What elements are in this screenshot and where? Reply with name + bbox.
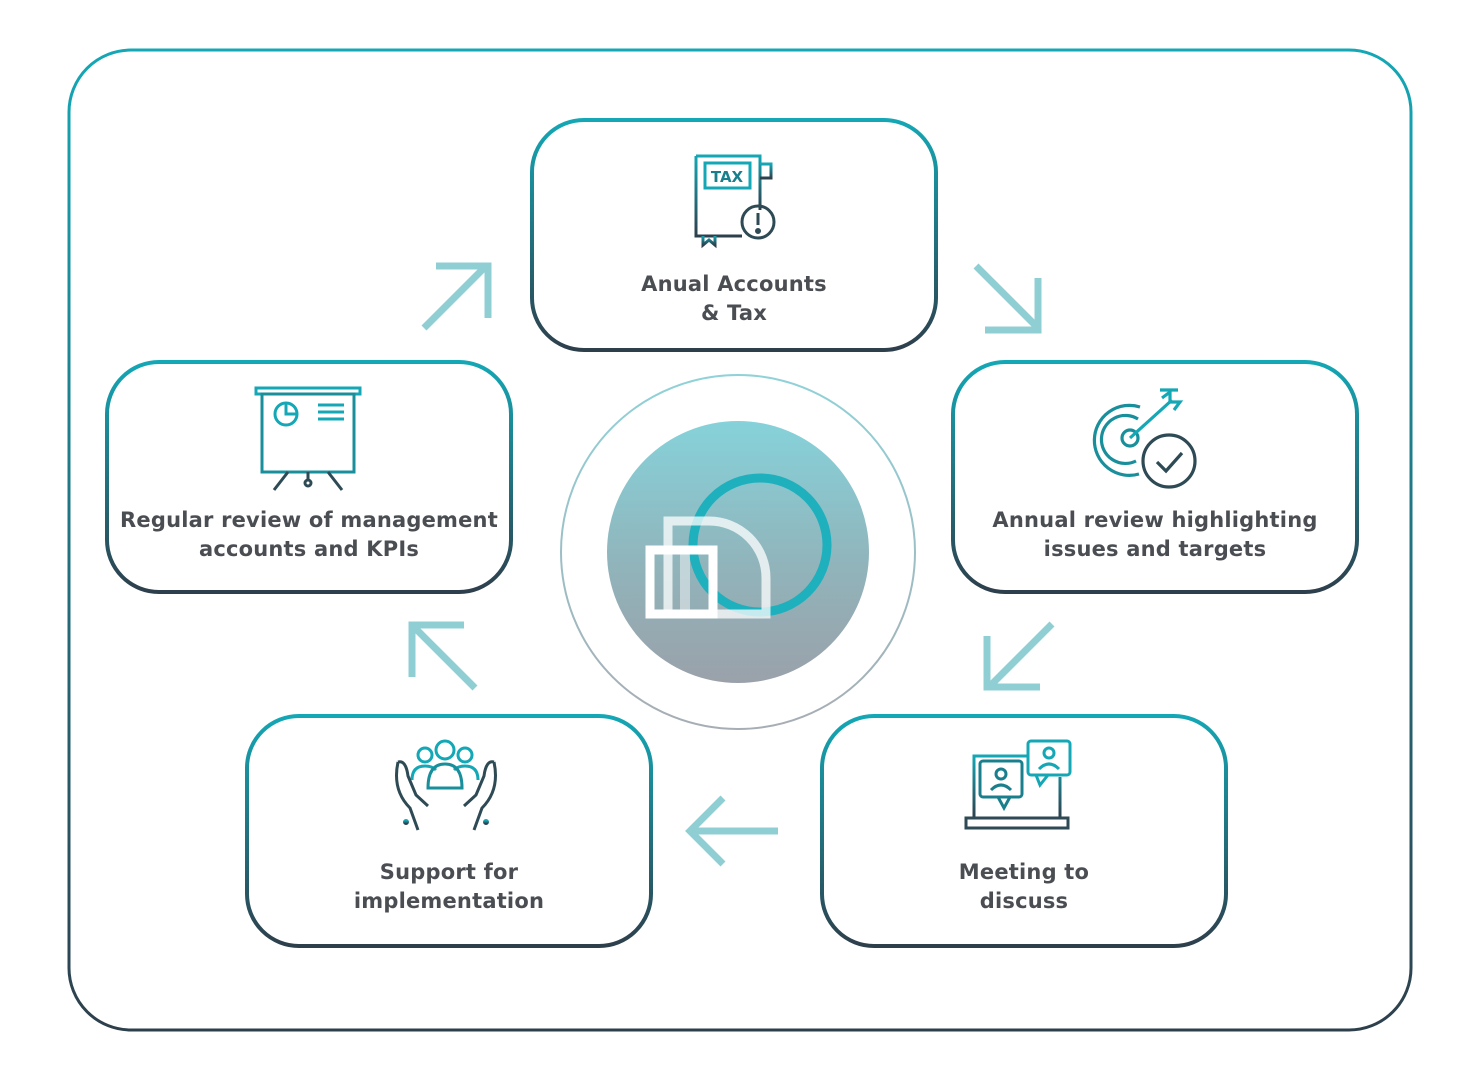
arrow-to-annual-review bbox=[973, 263, 1042, 334]
arrow-to-regular-review bbox=[408, 621, 478, 691]
step-box-support bbox=[245, 714, 653, 948]
step-label-annual-review: Annual review highlighting issues and ta… bbox=[992, 508, 1318, 561]
video-meeting-icon bbox=[964, 739, 1072, 830]
team-support-icon bbox=[395, 739, 497, 831]
step-label-annual-accounts: Anual Accounts & Tax bbox=[641, 272, 827, 325]
step-label-meeting: Meeting to discuss bbox=[958, 860, 1090, 913]
outer-frame bbox=[67, 48, 1413, 1032]
presentation-board-icon bbox=[254, 386, 362, 491]
svg-text:TAX: TAX bbox=[711, 168, 744, 186]
cycle-logo-icon bbox=[645, 473, 832, 619]
arrow-to-support bbox=[685, 795, 778, 867]
arrow-to-annual-accounts bbox=[421, 262, 492, 331]
step-box-annual-review bbox=[951, 360, 1359, 594]
step-box-meeting bbox=[820, 714, 1228, 948]
target-check-icon bbox=[1092, 388, 1197, 489]
tax-document-icon: TAX bbox=[694, 154, 776, 249]
center-ring bbox=[560, 374, 916, 730]
step-label-support: Support for implementation bbox=[353, 860, 545, 913]
step-label-regular-review: Regular review of management accounts an… bbox=[120, 508, 498, 561]
arrow-to-meeting bbox=[983, 621, 1055, 691]
